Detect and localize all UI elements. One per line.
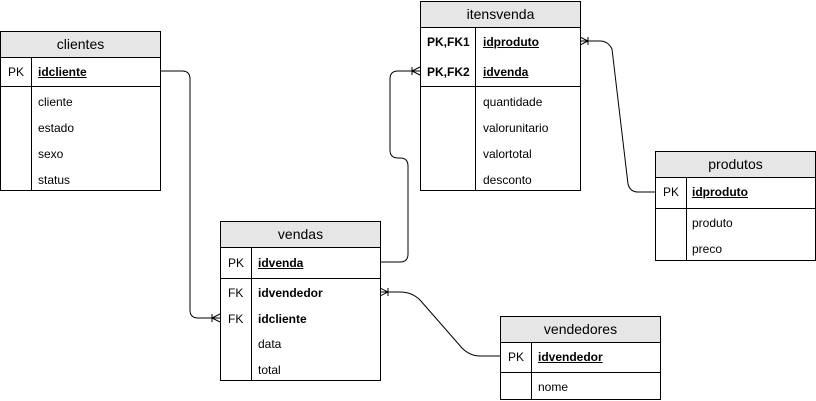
table-produtos[interactable]: produtos PK idproduto produto preco: [655, 151, 816, 261]
pk-divider: [221, 278, 380, 279]
field-produto[interactable]: produto: [692, 216, 733, 230]
key-column: [1, 58, 32, 190]
table-title: itensvenda: [421, 2, 580, 28]
field-idproduto[interactable]: idproduto: [483, 35, 539, 49]
pk-label: PK: [663, 185, 680, 199]
pk-fk1-label: PK,FK1: [427, 35, 470, 49]
field-idvenda[interactable]: idvenda: [258, 256, 304, 270]
crowsfoot-itensvenda-idvenda-icon: [410, 66, 421, 76]
key-column: [421, 28, 476, 190]
rel-vendas-vendedores: [380, 291, 500, 357]
pk-divider: [656, 208, 815, 209]
table-vendas[interactable]: vendas PK idvenda FK idvendedor FK idcli…: [220, 221, 381, 381]
crowsfoot-vendas-idcliente-icon: [210, 313, 221, 323]
pk-divider: [501, 372, 660, 373]
key-column: [501, 343, 532, 399]
pk-label: PK: [8, 65, 25, 79]
key-column: [221, 248, 252, 380]
field-status[interactable]: status: [38, 173, 71, 187]
field-quantidade[interactable]: quantidade: [483, 95, 543, 109]
field-idvendedor[interactable]: idvendedor: [538, 350, 603, 364]
table-title: clientes: [1, 32, 160, 58]
rel-itensvenda-produtos: [580, 40, 655, 193]
field-idvendedor[interactable]: idvendedor: [258, 286, 323, 300]
pk-divider: [421, 86, 580, 87]
field-data[interactable]: data: [258, 337, 282, 351]
field-desconto[interactable]: desconto: [483, 173, 532, 187]
field-preco[interactable]: preco: [692, 242, 723, 256]
key-column: [656, 178, 687, 260]
field-sexo[interactable]: sexo: [38, 147, 64, 161]
field-nome[interactable]: nome: [538, 380, 569, 394]
field-valorunitario[interactable]: valorunitario: [483, 121, 549, 135]
table-clientes[interactable]: clientes PK idcliente cliente estado sex…: [0, 31, 161, 191]
crowsfoot-itensvenda-idproduto-icon: [579, 36, 590, 46]
field-cliente[interactable]: cliente: [38, 95, 73, 109]
pk-fk2-label: PK,FK2: [427, 65, 470, 79]
pk-label: PK: [508, 350, 525, 364]
pk-label: PK: [228, 256, 245, 270]
fk-label: FK: [228, 286, 244, 300]
pk-divider: [1, 86, 160, 87]
field-idcliente[interactable]: idcliente: [258, 312, 307, 326]
field-idcliente[interactable]: idcliente: [38, 65, 87, 79]
crowsfoot-vendas-idvendedor-icon: [379, 287, 390, 297]
table-title: produtos: [656, 152, 815, 178]
table-title: vendas: [221, 222, 380, 248]
rel-vendas-itensvenda: [380, 70, 420, 263]
rel-clientes-vendas: [160, 70, 220, 319]
fk-label: FK: [228, 312, 244, 326]
field-idproduto[interactable]: idproduto: [692, 185, 748, 199]
table-vendedores[interactable]: vendedores PK idvendedor nome: [500, 316, 661, 400]
field-total[interactable]: total: [258, 363, 281, 377]
field-valortotal[interactable]: valortotal: [483, 147, 532, 161]
field-estado[interactable]: estado: [38, 121, 75, 135]
table-itensvenda[interactable]: itensvenda PK,FK1 idproduto PK,FK2 idven…: [420, 1, 581, 191]
field-idvenda[interactable]: idvenda: [483, 65, 529, 79]
table-title: vendedores: [501, 317, 660, 343]
